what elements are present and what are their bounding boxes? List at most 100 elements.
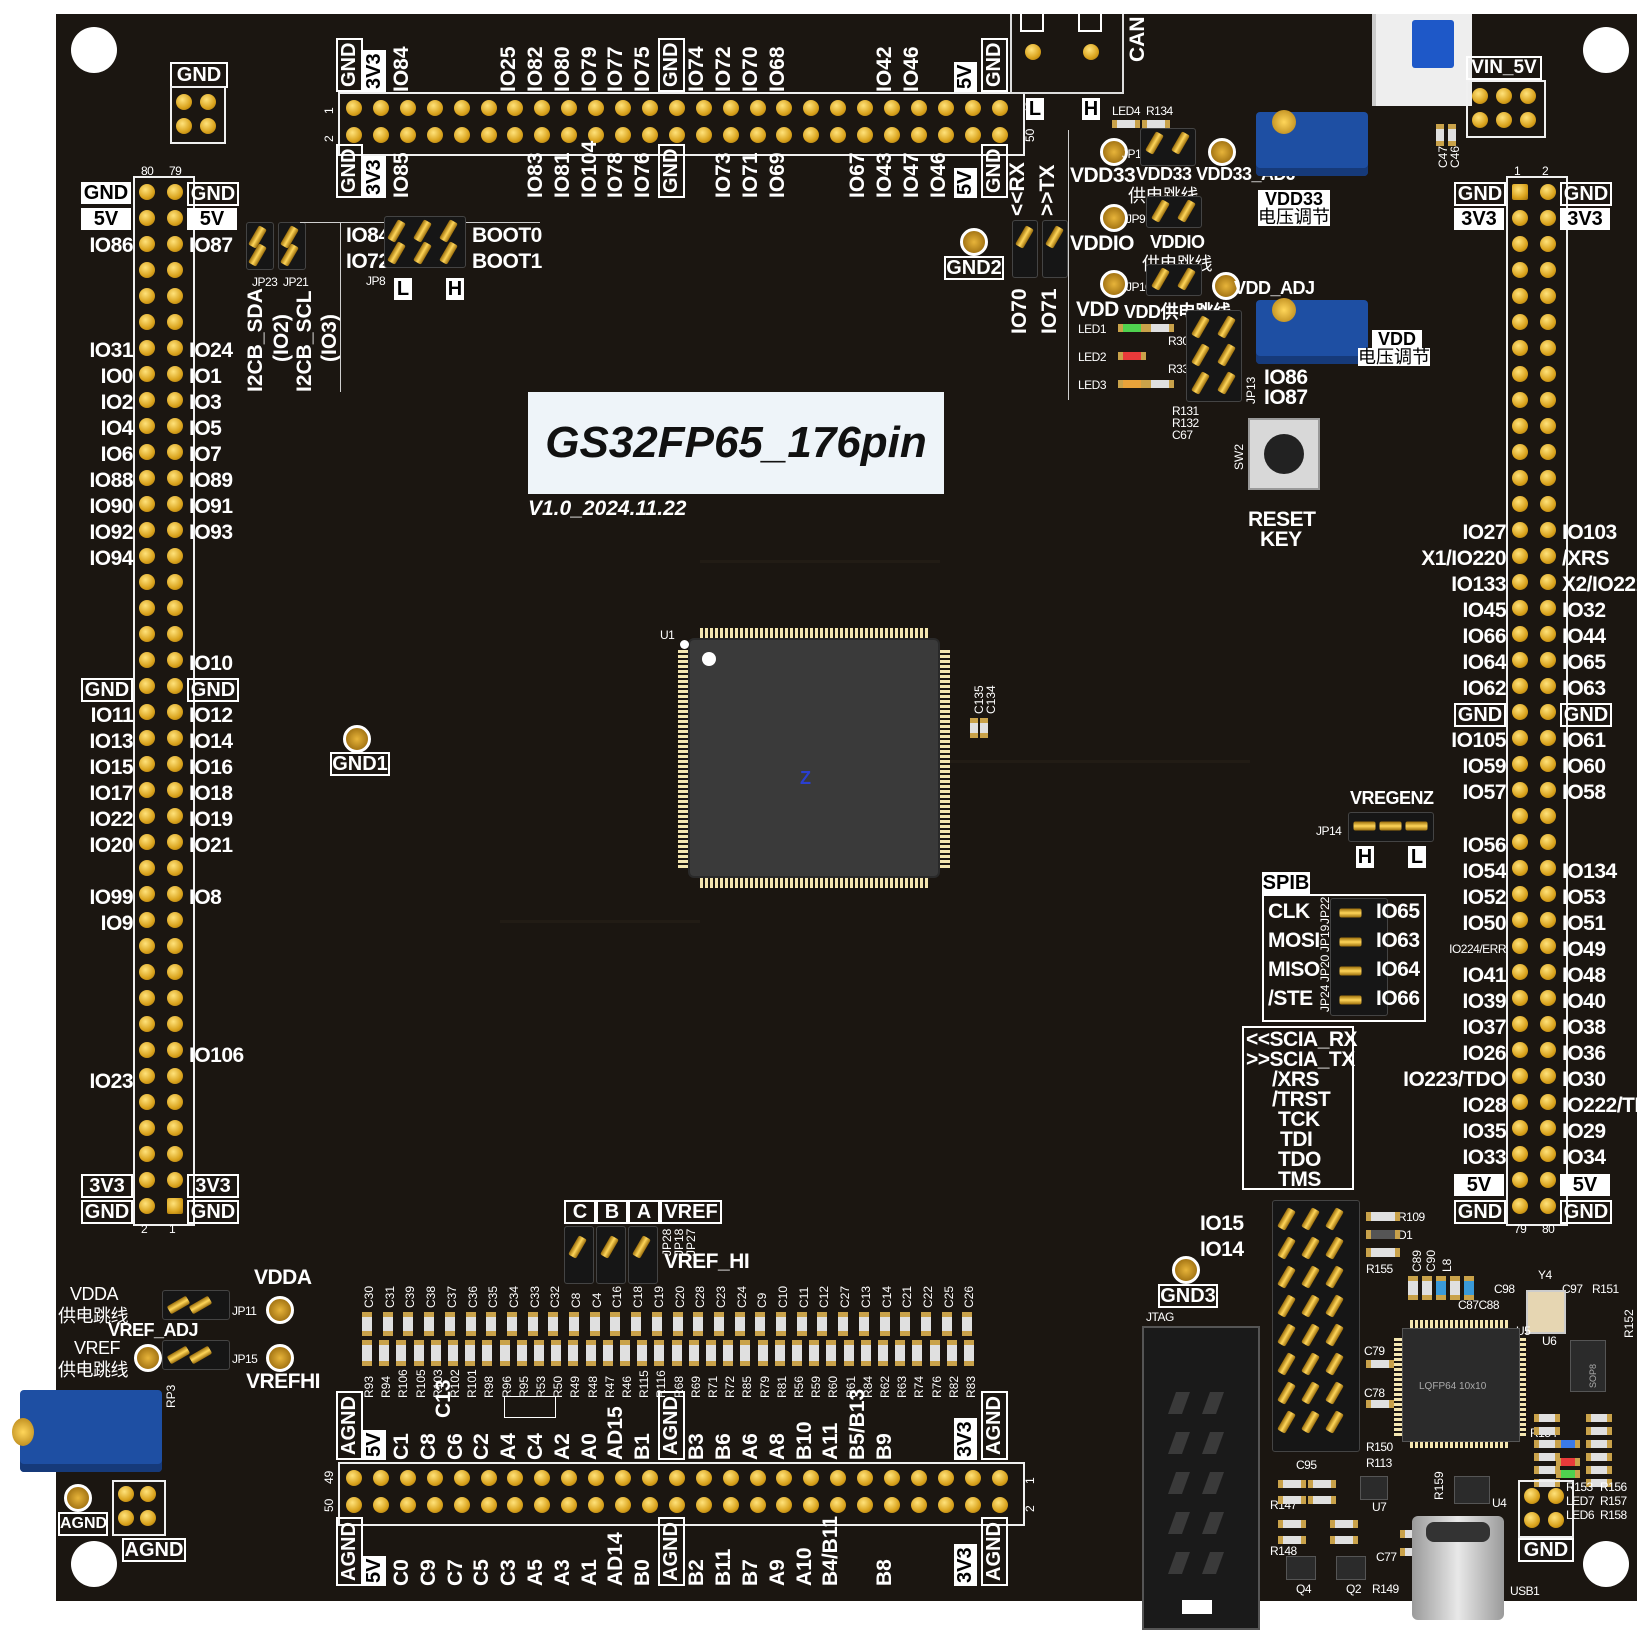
pin-number: 2	[1542, 164, 1549, 178]
label-jp23: JP23	[252, 275, 278, 289]
label-jp14: JP14	[1316, 824, 1342, 838]
pin	[167, 808, 183, 824]
pin	[803, 1470, 820, 1486]
pin-number: 49	[322, 1470, 336, 1484]
label-q4: Q4	[1296, 1582, 1312, 1596]
usb-c-port[interactable]	[1426, 1522, 1490, 1542]
chip-legs-left	[678, 650, 690, 868]
testpoint-vdda[interactable]	[266, 1296, 294, 1324]
pin	[167, 1198, 183, 1214]
pin-label: IO93	[189, 521, 233, 544]
pin	[749, 127, 766, 143]
pin	[1548, 1488, 1564, 1504]
smd-part	[1534, 1453, 1560, 1461]
pin	[507, 127, 524, 143]
pot-knob[interactable]	[12, 1418, 34, 1446]
potentiometer-vref[interactable]	[20, 1390, 162, 1472]
testpoint-vdd[interactable]	[1100, 270, 1128, 298]
pin	[1540, 574, 1556, 590]
pin-label: IO88	[89, 469, 133, 492]
jumper-jp9[interactable]	[1146, 196, 1202, 228]
pin-number: 80	[1542, 1222, 1555, 1236]
pin	[139, 444, 155, 460]
pin-label: IO59	[1462, 755, 1506, 778]
vin-jumper-cap[interactable]	[1412, 20, 1454, 68]
res-label: R106	[396, 1369, 411, 1398]
label-jp10: JP10	[1126, 280, 1152, 294]
smd-part	[1586, 1414, 1612, 1422]
testpoint-vrefhi[interactable]	[266, 1344, 294, 1372]
testpoint-vdd33[interactable]	[1100, 138, 1128, 166]
resistor	[671, 1340, 682, 1366]
label-vdda: VDDA	[70, 1284, 119, 1304]
can-connector	[1010, 14, 1124, 94]
pin	[991, 100, 1008, 116]
reset-button-cap[interactable]	[1264, 434, 1304, 474]
pin	[1512, 522, 1528, 538]
pin	[139, 1016, 155, 1032]
testpoint-agnd[interactable]	[64, 1484, 92, 1512]
res-label: R81	[774, 1375, 789, 1398]
pin-label: IO53	[1562, 886, 1606, 909]
reset-button[interactable]	[1248, 418, 1320, 490]
pin	[937, 1470, 954, 1486]
pin-label: IO77	[604, 46, 627, 92]
testpoint-vref-adj[interactable]	[134, 1344, 162, 1372]
pin-label: B7	[739, 1559, 762, 1586]
pot-knob[interactable]	[1272, 110, 1296, 134]
testpoint-gnd1[interactable]	[343, 725, 371, 753]
testpoint-vddio[interactable]	[1100, 204, 1128, 232]
pin-label: IO74	[685, 46, 708, 92]
label-jp19: JP19	[1318, 924, 1332, 952]
capacitor	[755, 1312, 766, 1336]
pin	[139, 184, 155, 200]
pin	[1512, 1094, 1528, 1110]
cap-label: C18	[631, 1285, 646, 1308]
capacitor	[403, 1312, 414, 1336]
cap-label: C4	[589, 1292, 604, 1308]
res-label: R50	[551, 1375, 566, 1398]
pin	[1540, 236, 1556, 252]
label-trst: /TRST	[1272, 1088, 1331, 1111]
jtag-connector[interactable]	[1142, 1326, 1260, 1630]
label-vdda-jump: 供电跳线	[58, 1306, 129, 1326]
pin	[1512, 834, 1528, 850]
pin	[695, 1497, 712, 1513]
pin	[139, 704, 155, 720]
pin	[118, 1486, 134, 1502]
label-u7: U7	[1372, 1500, 1387, 1514]
label-vddio-jump: VDDIO	[1150, 232, 1205, 252]
pin	[1540, 1120, 1556, 1136]
pin	[139, 756, 155, 772]
pin	[1524, 1512, 1540, 1528]
pin	[910, 100, 927, 116]
resistor	[413, 1340, 424, 1366]
cap-label: C14	[879, 1285, 894, 1308]
pin-label: IO133	[1451, 573, 1506, 596]
pin-label: 5V	[363, 1555, 386, 1586]
pin	[991, 1497, 1008, 1513]
testpoint-vdd33-adj[interactable]	[1208, 138, 1236, 166]
pot-knob[interactable]	[1272, 298, 1296, 322]
pin1-dot	[702, 652, 716, 666]
label-spib-io65: IO65	[1376, 900, 1420, 923]
smd-part	[1308, 1480, 1336, 1488]
label-vref-hi: VREF_HI	[664, 1250, 750, 1273]
cap-c47	[1436, 124, 1444, 146]
testpoint-gnd2[interactable]	[960, 228, 988, 256]
resistor	[688, 1340, 699, 1366]
pin-label: GND	[81, 1200, 133, 1224]
smd-part	[1278, 1536, 1306, 1544]
pin	[139, 470, 155, 486]
label-c67: C67	[1172, 428, 1193, 442]
label-xrs: /XRS	[1272, 1068, 1320, 1091]
pin-label: 3V3	[187, 1174, 239, 1198]
pin	[167, 652, 183, 668]
pin-label: 3V3	[954, 1418, 977, 1460]
pin	[695, 100, 712, 116]
pin	[399, 1497, 416, 1513]
pin	[1512, 1042, 1528, 1058]
pin-number: 2	[322, 135, 336, 142]
testpoint-gnd3[interactable]	[1172, 1256, 1200, 1284]
testpoint-vdd-adj[interactable]	[1212, 272, 1240, 300]
